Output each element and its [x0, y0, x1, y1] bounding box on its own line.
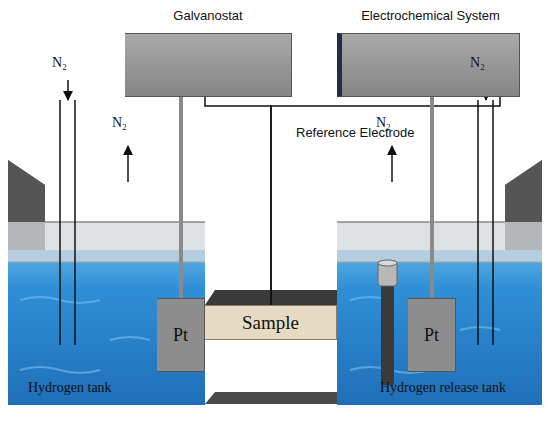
part-name: Sample [242, 312, 299, 334]
gas-tube [492, 100, 494, 345]
tank-rim [337, 222, 542, 262]
gas-label: N₂ [52, 55, 67, 70]
platinum-electrode: Pt [408, 298, 456, 372]
tank-label: Hydrogen tank [28, 380, 112, 395]
holder-plate [205, 392, 337, 404]
signal-wire [271, 97, 500, 305]
gas-in-arrow [67, 80, 69, 100]
hydrogen-release-tank [337, 160, 542, 405]
gas-label: N₂ [112, 115, 127, 130]
gas-label: N₂ [470, 55, 485, 70]
reference-electrode [378, 260, 397, 385]
instrument-name: Galvanostat [173, 8, 242, 23]
part-label: Reference Electrode [296, 126, 415, 140]
tank-label: Hydrogen release tank [380, 380, 506, 395]
part-name: Pt [424, 325, 439, 346]
instrument-name: Electrochemical System [361, 8, 500, 23]
electrode-rod [179, 97, 183, 298]
part-name: Pt [173, 325, 188, 346]
platinum-electrode: Pt [157, 298, 205, 372]
gas-label: N₂ [376, 115, 391, 130]
electrolyte [337, 250, 542, 405]
gas-tube [477, 100, 479, 345]
gas-out-arrow [127, 146, 129, 182]
sample-box: Sample [205, 305, 337, 340]
instrument-box: Galvanostat [125, 33, 292, 97]
tank-rim [8, 222, 205, 262]
gas-tube [59, 100, 61, 345]
gas-tube [74, 100, 76, 345]
instrument-box: Electrochemical System [337, 33, 520, 97]
hydrogen-tank [8, 160, 205, 405]
gas-out-arrow [391, 146, 393, 182]
signal-wire [205, 97, 271, 305]
electrolyte [8, 250, 205, 405]
holder-gap [205, 340, 337, 392]
electrode-rod [430, 97, 434, 298]
